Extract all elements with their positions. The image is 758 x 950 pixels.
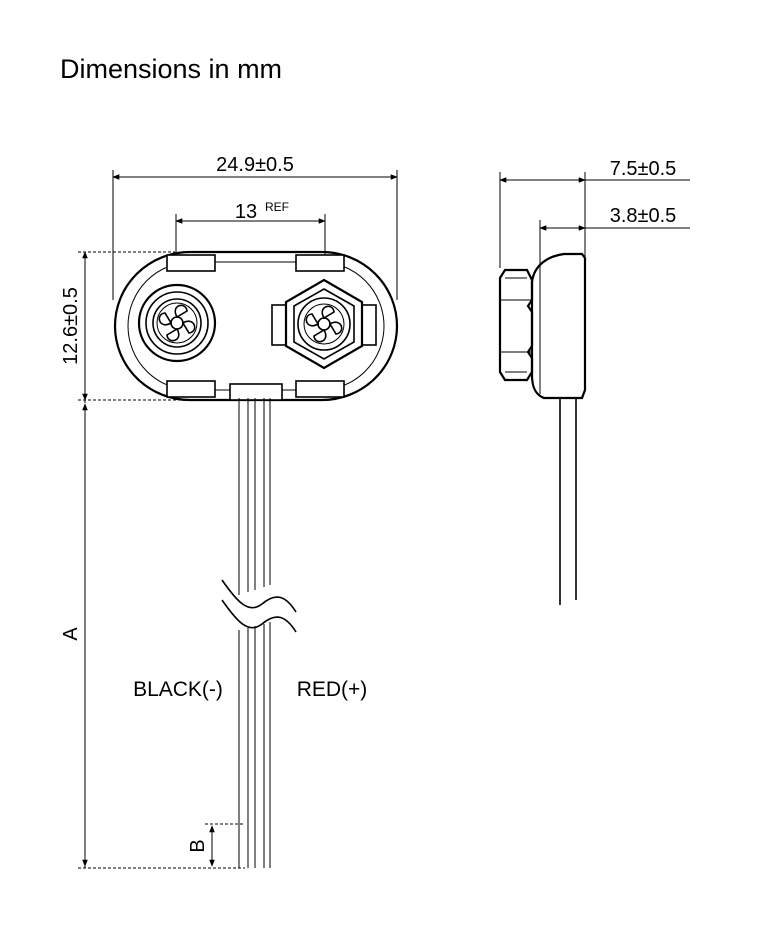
width-label: 24.9±0.5: [216, 154, 294, 176]
front-view: 24.9±0.5 13 REF 12.6±0.5 A B: [60, 154, 399, 869]
wire-exit-boss: [229, 383, 283, 401]
break-line-top: [221, 579, 297, 613]
lead-length-label: A: [60, 627, 82, 641]
side-hex-nut: [498, 268, 534, 382]
side-view: 7.5±0.5 3.8±0.5: [498, 158, 690, 605]
left-stud-terminal: [137, 283, 217, 363]
break-line-bottom: [221, 599, 297, 633]
page-title: Dimensions in mm: [60, 54, 283, 84]
connector-body-outline: [113, 250, 399, 402]
bottom-left-tab: [166, 380, 216, 398]
height-label: 12.6±0.5: [60, 287, 82, 365]
black-wire-label: BLACK(-): [133, 678, 223, 701]
bottom-right-tab: [295, 380, 345, 398]
top-right-tab: [295, 254, 345, 272]
pitch-ref-note: REF: [265, 200, 289, 214]
right-hex-socket-terminal: [271, 278, 377, 370]
depth-total-label: 7.5±0.5: [610, 158, 677, 180]
top-left-tab: [166, 254, 216, 272]
depth-body-label: 3.8±0.5: [610, 205, 677, 227]
pitch-label: 13: [235, 201, 257, 223]
lead-wires: [221, 398, 297, 868]
strip-length-label: B: [187, 839, 209, 852]
red-wire-label: RED(+): [297, 678, 368, 701]
